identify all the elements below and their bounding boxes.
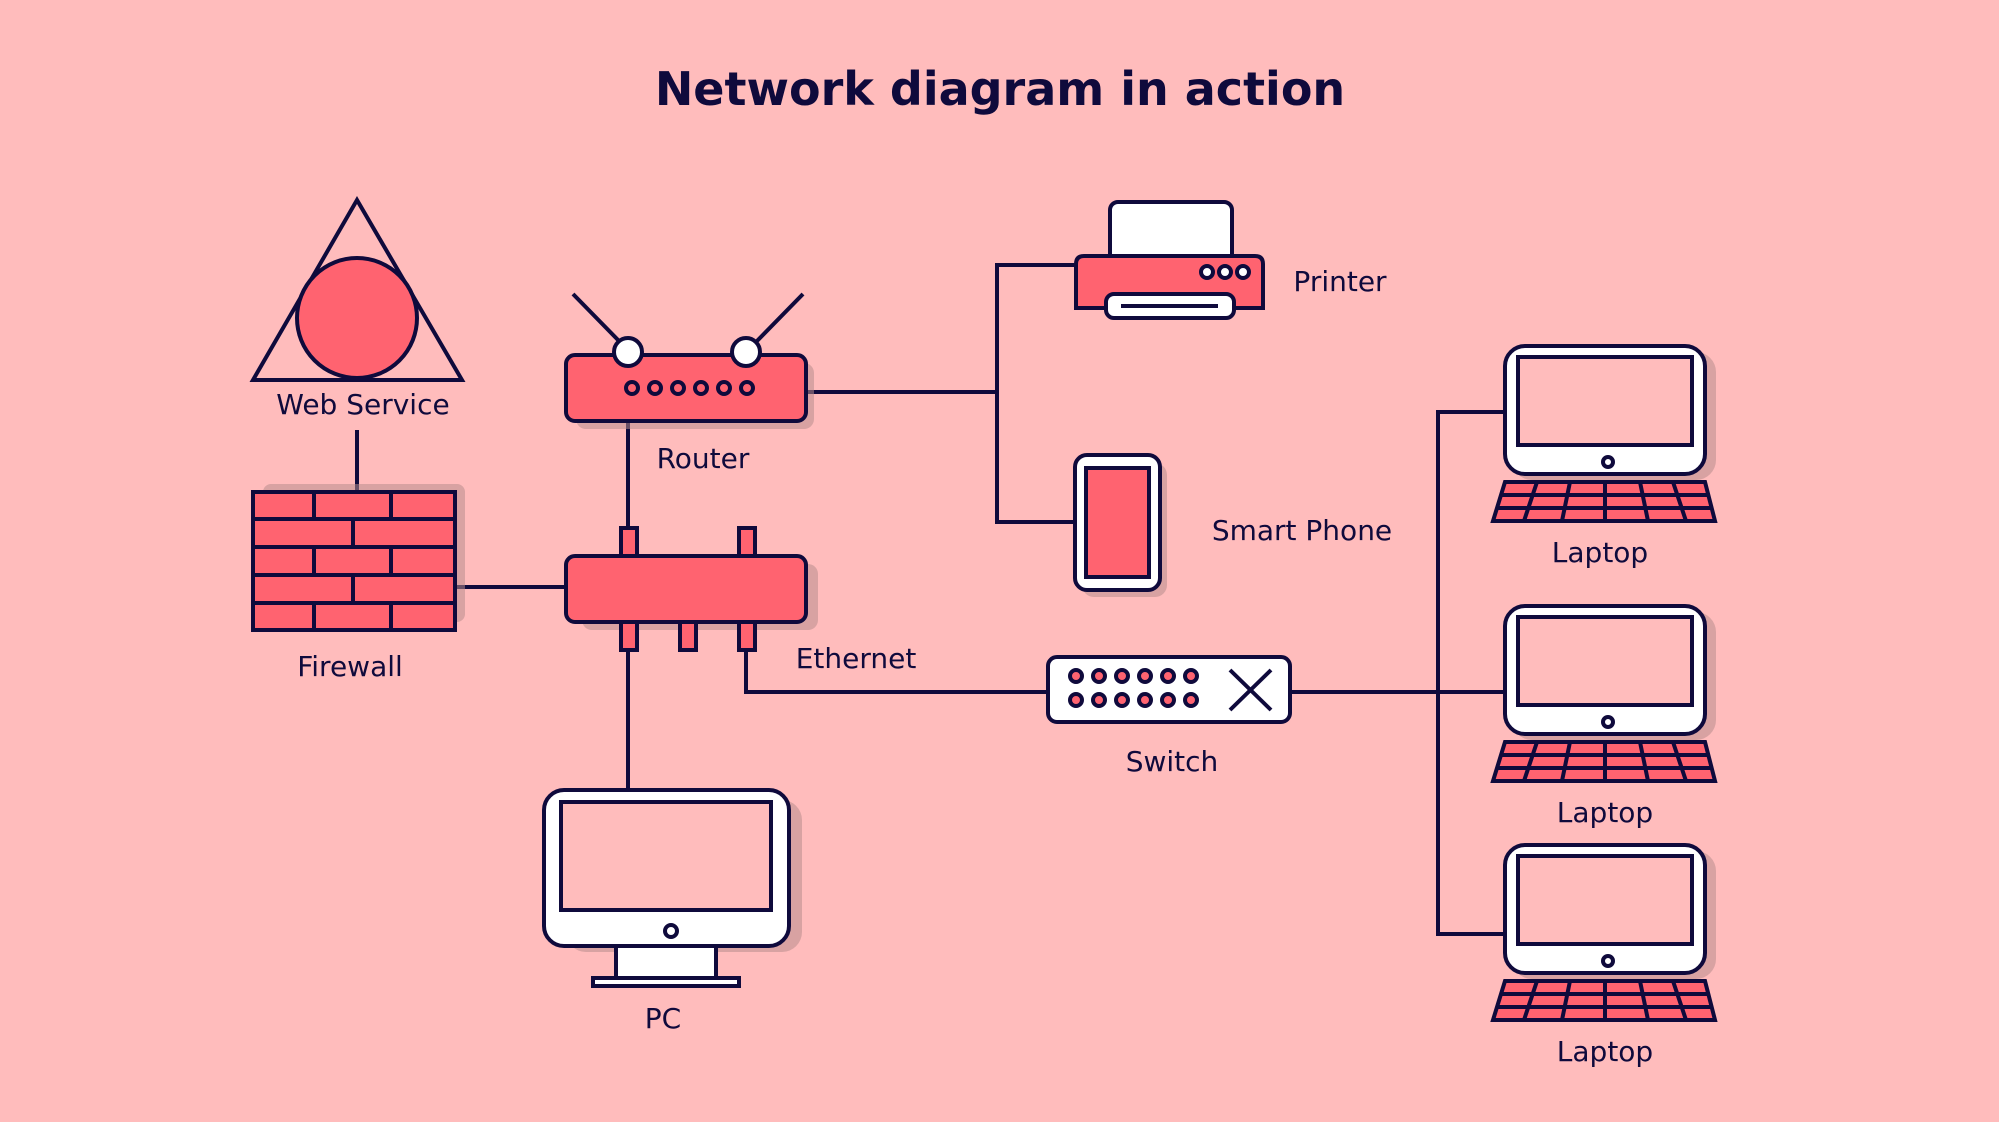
node-laptop-3[interactable]: Laptop [1490, 843, 1718, 1068]
router-label: Router [657, 442, 750, 475]
printer-icon [1074, 200, 1265, 320]
web-service-icon [249, 196, 466, 382]
node-pc[interactable]: PC [542, 788, 802, 1035]
connections [355, 263, 1505, 936]
node-laptop-2[interactable]: Laptop [1490, 604, 1718, 829]
link-ethernet-switch [744, 650, 1048, 694]
node-router[interactable]: Router [564, 292, 814, 475]
router-icon [564, 292, 814, 429]
node-switch[interactable]: Switch [1046, 655, 1292, 778]
laptop-icon [1490, 843, 1718, 1022]
node-printer[interactable]: Printer [1074, 200, 1387, 320]
desktop-monitor-icon [542, 788, 802, 988]
laptop-label: Laptop [1557, 1035, 1653, 1068]
laptop-label: Laptop [1552, 536, 1648, 569]
link-bus-printer [995, 263, 1076, 524]
laptop-icon [1490, 604, 1718, 783]
printer-label: Printer [1293, 265, 1387, 298]
smart-phone-label: Smart Phone [1212, 514, 1392, 547]
switch-label: Switch [1126, 745, 1219, 778]
laptop-icon [1490, 344, 1718, 523]
node-ethernet[interactable]: Ethernet [564, 526, 917, 675]
laptop-label: Laptop [1557, 796, 1653, 829]
firewall-label: Firewall [297, 650, 403, 683]
ethernet-hub-icon [564, 526, 818, 652]
node-web-service[interactable]: Web Service [249, 196, 466, 421]
node-laptop-1[interactable]: Laptop [1490, 344, 1718, 569]
node-smart-phone[interactable]: Smart Phone [1073, 453, 1392, 597]
node-firewall[interactable]: Firewall [251, 484, 465, 683]
smartphone-icon [1073, 453, 1167, 597]
pc-label: PC [645, 1002, 681, 1035]
firewall-icon [251, 484, 465, 632]
link-laptop-bus [1436, 410, 1505, 936]
web-service-label: Web Service [276, 388, 449, 421]
page-title: Network diagram in action [655, 62, 1345, 116]
ethernet-label: Ethernet [796, 642, 917, 675]
switch-icon [1046, 655, 1292, 724]
